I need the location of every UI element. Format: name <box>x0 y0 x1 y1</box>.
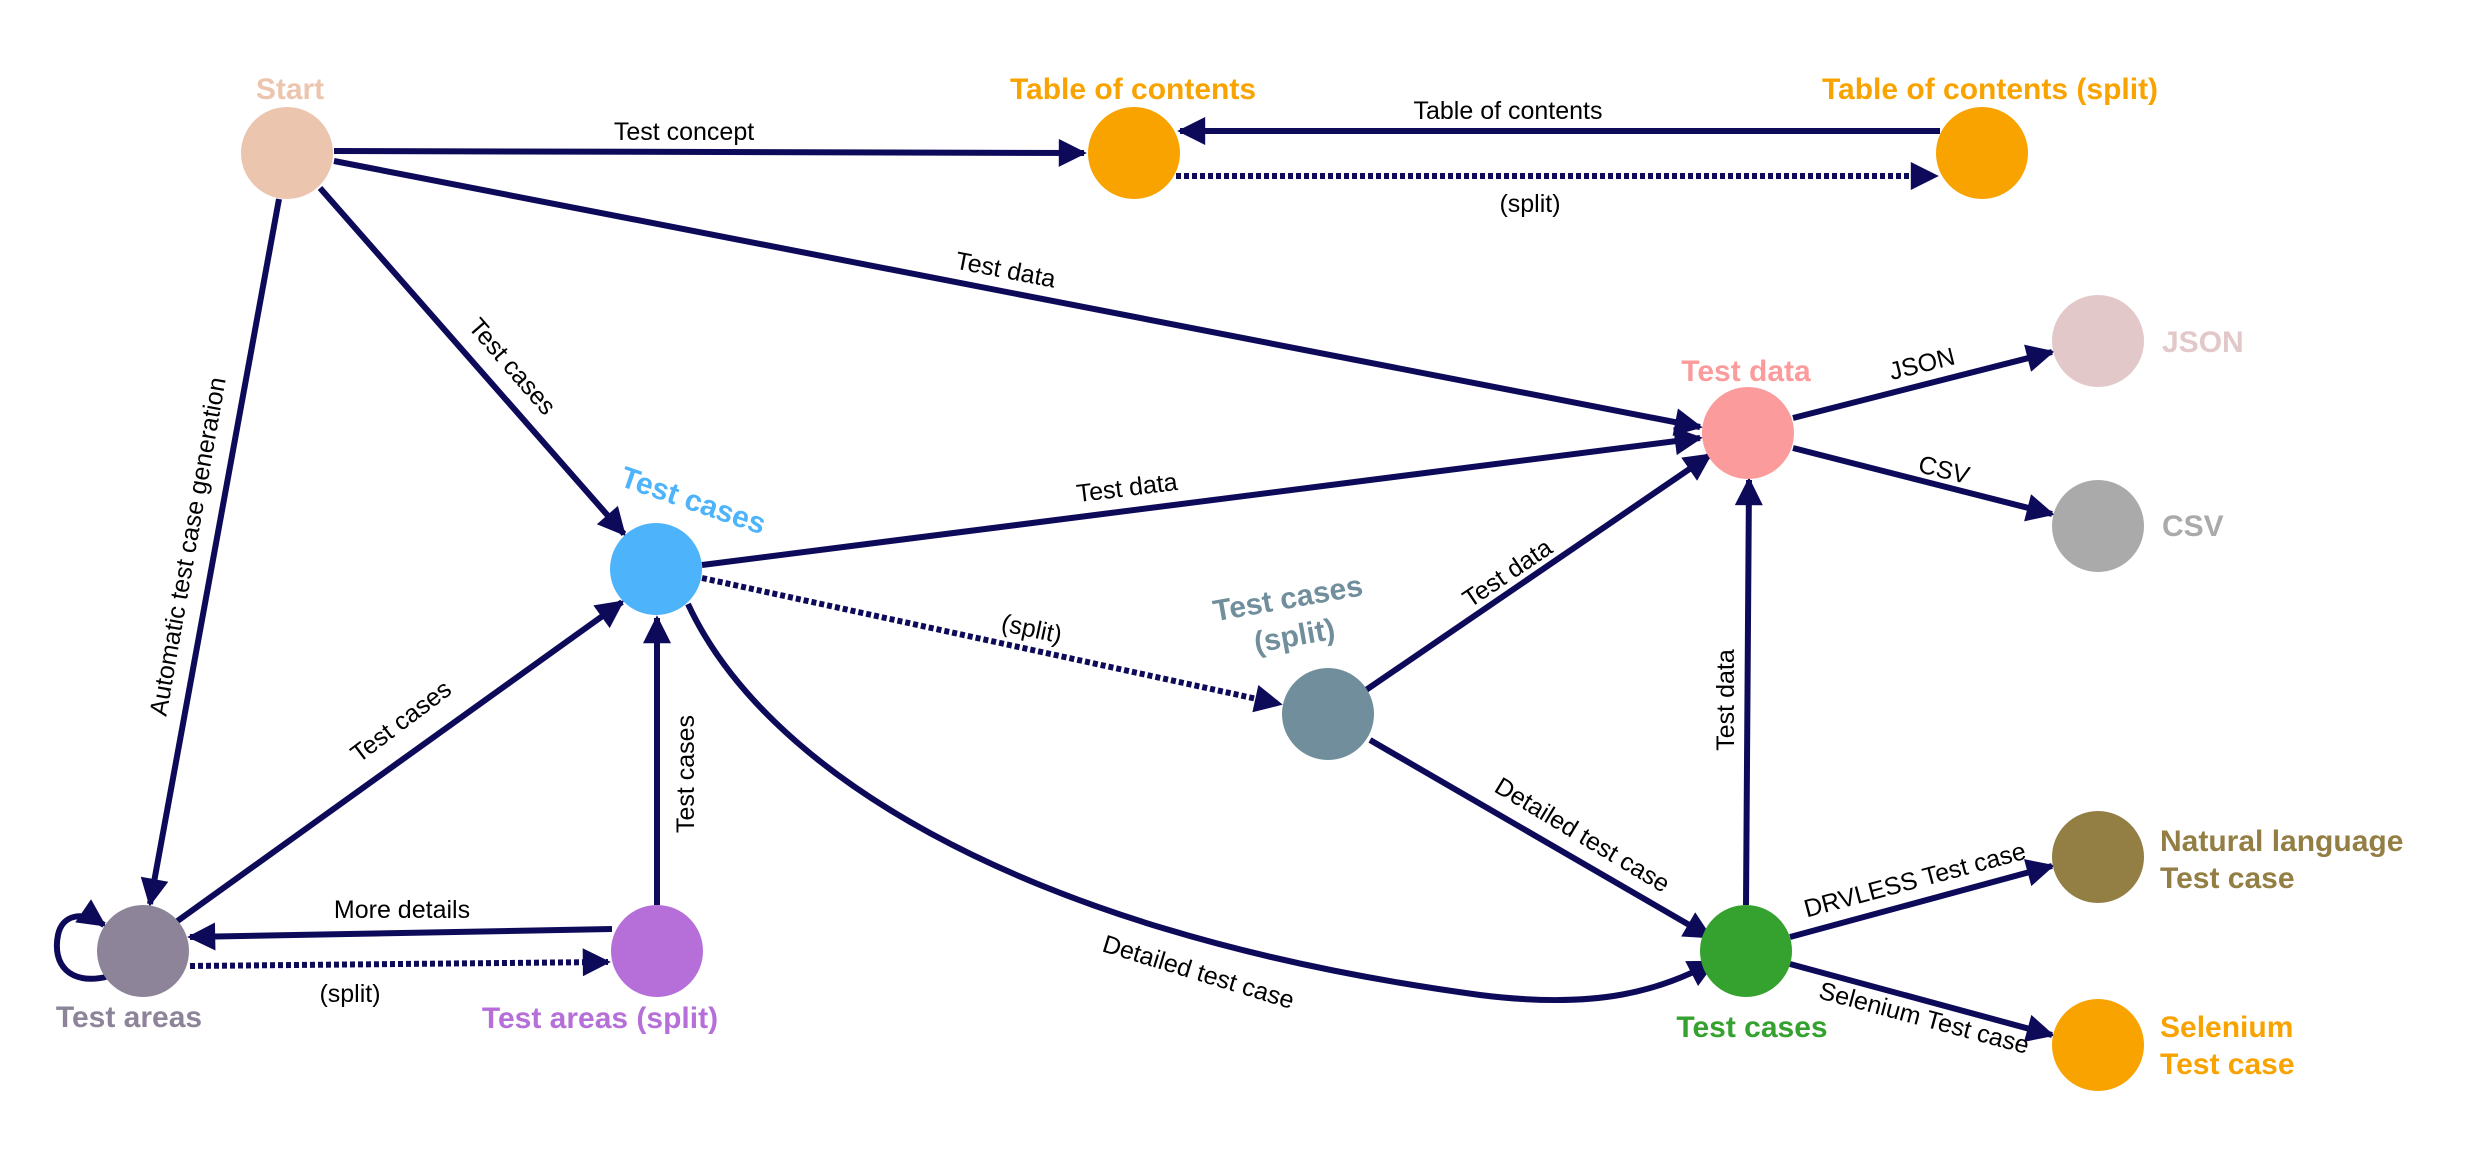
edge-start-toc <box>333 138 1087 167</box>
node-label-table-of-contents-split: Table of contents (split) <box>1822 73 2158 106</box>
node-labels: Start Table of contents Table of content… <box>56 73 2404 1081</box>
node-csv[interactable] <box>2052 480 2144 572</box>
node-test-areas[interactable] <box>97 905 189 997</box>
node-label-test-cases-split: Test cases (split) <box>1211 569 1366 660</box>
node-selenium[interactable] <box>2052 999 2144 1091</box>
node-json[interactable] <box>2052 295 2144 387</box>
node-label-natural-language-line-1: Natural language <box>2160 825 2403 858</box>
node-test-cases[interactable] <box>610 523 702 615</box>
edge-label-areassplit-test-cases: Test cases <box>672 715 700 833</box>
edge-label-final-test-data: Test data <box>1712 649 1740 751</box>
edge-final-testdata <box>1734 477 1763 906</box>
edge-label-split-test-data: Test data <box>1458 533 1558 613</box>
node-test-data[interactable] <box>1702 387 1794 479</box>
edge-start-testcases <box>317 186 627 537</box>
edge-testcases-split <box>701 575 1283 713</box>
node-label-json: JSON <box>2162 326 2244 359</box>
node-table-of-contents[interactable] <box>1088 107 1180 199</box>
node-label-natural-language: Natural language Test case <box>2160 825 2403 895</box>
edge-testcases-final <box>685 602 1717 1004</box>
edge-label-table-of-contents: Table of contents <box>1413 97 1602 125</box>
edge-label-toc-split: (split) <box>1499 190 1560 218</box>
edge-testdata-json <box>1792 344 2055 421</box>
node-label-natural-language-line-2: Test case <box>2160 862 2295 895</box>
node-test-areas-split[interactable] <box>611 905 703 997</box>
node-label-test-areas: Test areas <box>56 1001 202 1034</box>
edges <box>53 117 2055 1042</box>
edge-testcases-testdata <box>701 427 1703 568</box>
edge-label-automatic-generation: Automatic test case generation <box>145 375 232 718</box>
edge-label-split-detailed: Detailed test case <box>1490 772 1675 898</box>
edge-final-natural <box>1789 859 2055 940</box>
edge-label-test-concept: Test concept <box>614 118 754 146</box>
edge-areas-self-loop <box>53 899 107 982</box>
edge-split-testdata <box>1364 452 1713 693</box>
node-label-test-cases-split-line-2: (split) <box>1251 613 1337 660</box>
node-label-start: Start <box>256 73 324 106</box>
edge-label-curve-detailed: Detailed test case <box>1099 930 1297 1015</box>
edge-start-testdata <box>333 158 1703 436</box>
edge-areassplit-areas <box>187 922 613 951</box>
node-test-cases-final[interactable] <box>1700 905 1792 997</box>
node-table-of-contents-split[interactable] <box>1936 107 2028 199</box>
edge-start-testareas <box>140 198 282 907</box>
node-label-test-areas-split: Test areas (split) <box>482 1002 718 1035</box>
node-label-table-of-contents: Table of contents <box>1010 73 1256 106</box>
edge-label-areas-test-cases: Test cases <box>346 675 457 768</box>
edge-testdata-csv <box>1792 445 2055 522</box>
node-label-selenium-line-2: Test case <box>2160 1048 2295 1081</box>
node-natural-language[interactable] <box>2052 811 2144 903</box>
edge-label-test-cases-test-data: Test data <box>1075 468 1179 508</box>
edge-areas-testcases <box>174 599 625 925</box>
node-label-csv: CSV <box>2162 510 2224 543</box>
edge-label-areas-split: (split) <box>319 980 380 1008</box>
node-label-selenium: Selenium Test case <box>2160 1011 2295 1081</box>
edge-split-final <box>1368 737 1713 940</box>
node-start[interactable] <box>241 107 333 199</box>
edge-label-more-details: More details <box>334 896 470 924</box>
edge-final-selenium <box>1789 961 2055 1042</box>
node-label-test-data: Test data <box>1681 355 1811 388</box>
node-test-cases-split[interactable] <box>1282 668 1374 760</box>
node-label-test-cases-final: Test cases <box>1676 1011 1827 1044</box>
nodes <box>97 107 2144 1091</box>
node-label-test-cases-split-line-1: Test cases <box>1211 569 1366 628</box>
edge-areas-areassplit <box>189 948 611 977</box>
node-label-selenium-line-1: Selenium <box>2160 1011 2293 1044</box>
